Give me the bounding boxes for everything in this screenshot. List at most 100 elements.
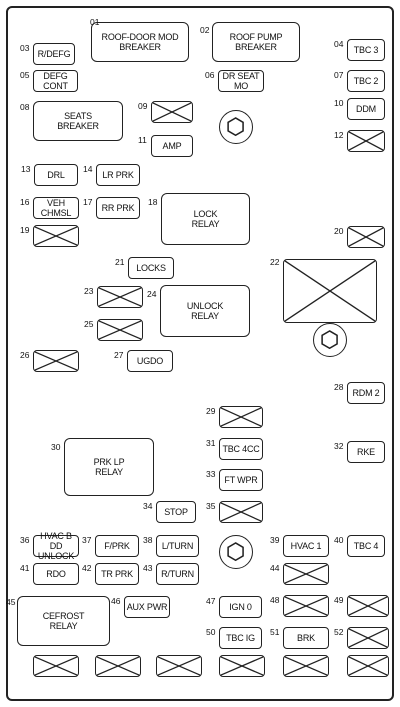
fuse-14: LR PRK <box>96 164 140 186</box>
fuse-label: F/PRK <box>104 541 130 551</box>
fuse-number-02: 02 <box>200 25 210 35</box>
fuse-number-43: 43 <box>143 563 153 573</box>
empty-slot-cross-icon <box>284 564 328 584</box>
fuse-number-51: 51 <box>270 627 280 637</box>
mounting-bolt-icon <box>219 110 253 144</box>
empty-slot-bottom-55 <box>283 655 329 677</box>
fuse-number-36: 36 <box>20 535 30 545</box>
fuse-label: AUX PWR <box>126 602 168 612</box>
fuse-label: TBC 4 <box>353 541 379 551</box>
fuse-label: HVAC 1 <box>290 541 322 551</box>
fuse-label: R/TURN <box>161 569 194 579</box>
fuse-number-16: 16 <box>20 197 30 207</box>
empty-slot-bottom-51 <box>33 655 79 677</box>
fuse-label: VEH CHMSL <box>40 198 72 218</box>
fuse-number-25: 25 <box>84 319 94 329</box>
empty-slot-cross-icon <box>220 407 262 427</box>
fuse-34: STOP <box>156 501 196 523</box>
fuse-number-39: 39 <box>270 535 280 545</box>
fuse-37: F/PRK <box>95 535 139 557</box>
fuse-number-06: 06 <box>205 70 215 80</box>
fuse-label: FT WPR <box>224 475 258 485</box>
fuse-label: AMP <box>162 141 182 151</box>
fuse-number-05: 05 <box>20 70 30 80</box>
empty-slot-cross-icon <box>220 502 262 522</box>
fuse-21: LOCKS <box>128 257 174 279</box>
empty-slot-cross-icon <box>96 656 140 676</box>
fuse-label: TR PRK <box>101 569 133 579</box>
empty-slot-23 <box>97 286 143 308</box>
empty-slot-cross-icon <box>34 351 78 371</box>
fuse-label: R/DEFG <box>37 49 71 59</box>
fuse-40: TBC 4 <box>347 535 385 557</box>
fuse-number-32: 32 <box>334 441 344 451</box>
empty-slot-cross-icon <box>152 102 192 122</box>
fuse-label: RKE <box>357 447 375 457</box>
empty-slot-cross-icon <box>34 656 78 676</box>
fuse-28: RDM 2 <box>347 382 385 404</box>
relay-45: CEFROST RELAY <box>17 596 110 646</box>
relay-08: SEATS BREAKER <box>33 101 123 141</box>
empty-slot-cross-icon <box>220 656 264 676</box>
empty-slot-cross-icon <box>98 287 142 307</box>
fuse-number-23: 23 <box>84 286 94 296</box>
fuse-number-49: 49 <box>334 595 344 605</box>
fuse-number-27: 27 <box>114 350 124 360</box>
empty-slot-29 <box>219 406 263 428</box>
fuse-38: L/TURN <box>156 535 199 557</box>
fuse-label: SEATS BREAKER <box>57 111 99 131</box>
fuse-number-38: 38 <box>143 535 153 545</box>
empty-slot-49 <box>347 595 389 617</box>
relay-18: LOCK RELAY <box>161 193 250 245</box>
relay-30: PRK LP RELAY <box>64 438 154 496</box>
fuse-number-45: 45 <box>6 597 16 607</box>
empty-slot-bottom-56 <box>347 655 389 677</box>
fuse-51: BRK <box>283 627 329 649</box>
fuse-label: RDO <box>46 569 66 579</box>
fuse-16: VEH CHMSL <box>33 197 79 219</box>
fuse-43: R/TURN <box>156 563 199 585</box>
fuse-47: IGN 0 <box>219 596 262 618</box>
relay-02: ROOF PUMP BREAKER <box>212 22 300 62</box>
empty-slot-48 <box>283 595 329 617</box>
empty-slot-cross-icon <box>348 628 388 648</box>
fuse-number-42: 42 <box>82 563 92 573</box>
fuse-number-11: 11 <box>138 135 147 145</box>
fuse-number-20: 20 <box>334 226 344 236</box>
fuse-panel-outline <box>6 6 394 701</box>
fuse-number-41: 41 <box>20 563 30 573</box>
fuse-label: HVAC B DD UNLOCK <box>37 531 75 561</box>
fuse-number-26: 26 <box>20 350 30 360</box>
fuse-11: AMP <box>151 135 193 157</box>
fuse-label: TBC IG <box>226 633 255 643</box>
fuse-label: PRK LP RELAY <box>93 457 125 477</box>
fuse-label: TBC 4CC <box>222 444 260 454</box>
fuse-label: DDM <box>356 104 376 114</box>
fuse-number-07: 07 <box>334 70 344 80</box>
fuse-17: RR PRK <box>96 197 140 219</box>
fuse-number-28: 28 <box>334 382 344 392</box>
fuse-number-10: 10 <box>334 98 344 108</box>
fuse-number-24: 24 <box>147 289 157 299</box>
fuse-06: DR SEAT MO <box>218 70 264 92</box>
fuse-10: DDM <box>347 98 385 120</box>
fuse-number-09: 09 <box>138 101 148 111</box>
fuse-33: FT WPR <box>219 469 263 491</box>
fuse-number-34: 34 <box>143 501 153 511</box>
empty-slot-20 <box>347 226 385 248</box>
relay-01: ROOF-DOOR MOD BREAKER <box>91 22 189 62</box>
fuse-label: TBC 2 <box>353 76 379 86</box>
fuse-number-01: 01 <box>90 17 100 27</box>
empty-slot-25 <box>97 319 143 341</box>
empty-slot-52 <box>347 627 389 649</box>
empty-slot-bottom-54 <box>219 655 265 677</box>
fuse-03: R/DEFG <box>33 43 75 65</box>
fuse-number-08: 08 <box>20 102 30 112</box>
empty-slot-cross-icon <box>348 227 384 247</box>
fuse-number-03: 03 <box>20 43 30 53</box>
fuse-number-46: 46 <box>111 596 121 606</box>
empty-slot-bottom-53 <box>156 655 202 677</box>
fuse-label: BRK <box>297 633 315 643</box>
fuse-number-52: 52 <box>334 627 344 637</box>
fuse-number-50: 50 <box>206 627 216 637</box>
